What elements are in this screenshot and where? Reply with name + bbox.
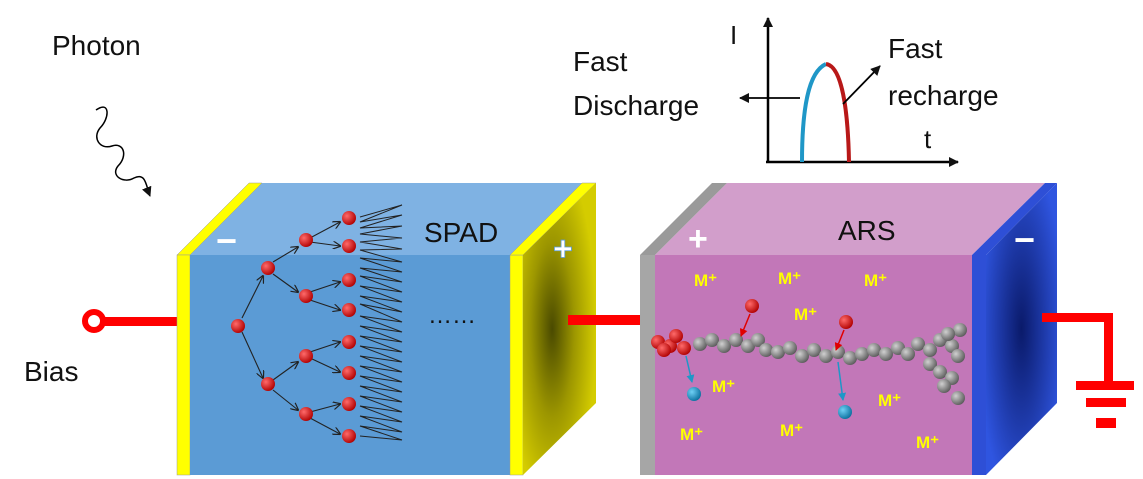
spad-ellipsis: …… (428, 302, 476, 329)
ars-plus-sign: + (688, 220, 708, 258)
recharge-pointer (842, 65, 881, 105)
spad-label: SPAD (424, 217, 498, 248)
connecting-wire (568, 315, 640, 325)
reduced-ion-1 (687, 387, 701, 401)
ars-electrons (651, 299, 853, 357)
ars-left-electrode (640, 255, 655, 475)
spad-electrons (231, 211, 356, 443)
recharge-curve (825, 62, 851, 163)
avalanche-arrows (241, 222, 340, 434)
ars-top-face (655, 183, 1045, 255)
ion-label: M⁺ (680, 425, 703, 444)
electron-arrow-2 (834, 329, 845, 351)
metal-ions: M⁺ M⁺ M⁺ M⁺ M⁺ M⁺ M⁺ M⁺ M⁺ (680, 269, 939, 452)
current-time-inset: I t (730, 17, 959, 167)
ion-arrow-2 (837, 361, 847, 401)
spad-plus-sign: + (553, 230, 573, 268)
bias-wire (103, 317, 179, 326)
ars-minus-sign: − (1014, 219, 1035, 260)
spad-right-electrode (509, 254, 524, 476)
bias-label: Bias (24, 356, 78, 387)
inset-i-label: I (730, 20, 737, 50)
ground-symbol (1042, 313, 1134, 428)
ars-right-electrode (972, 255, 986, 475)
fast-discharge-line2: Discharge (573, 90, 699, 121)
ion-arrow-1 (685, 355, 695, 383)
ion-label: M⁺ (694, 271, 717, 290)
ars-right-electrode-top (972, 183, 1057, 255)
fan-arrows (359, 204, 403, 441)
spad-minus-sign: − (216, 220, 237, 261)
ars-label: ARS (838, 215, 896, 246)
reduced-ion-2 (838, 405, 852, 419)
spad-top-face (190, 183, 596, 255)
ion-label: M⁺ (780, 421, 803, 440)
electron-arrow-1 (739, 313, 751, 337)
ion-label: M⁺ (778, 269, 801, 288)
ion-label: M⁺ (712, 377, 735, 396)
photon-wave (95, 106, 152, 197)
fast-discharge-line1: Fast (573, 46, 628, 77)
ion-label: M⁺ (916, 433, 939, 452)
fast-recharge-line2: recharge (888, 80, 999, 111)
spad-side-face (523, 183, 596, 475)
ars-filament (693, 323, 967, 405)
discharge-curve (800, 62, 828, 163)
inset-t-label: t (924, 124, 932, 154)
ion-label: M⁺ (864, 271, 887, 290)
ars-front-face (655, 255, 972, 475)
ion-label: M⁺ (794, 305, 817, 324)
bias-terminal-icon (82, 309, 106, 333)
fast-recharge-line1: Fast (888, 33, 943, 64)
ars-side-face (986, 183, 1057, 475)
photon-label: Photon (52, 30, 141, 61)
ars-left-electrode-top (640, 183, 727, 255)
ion-label: M⁺ (878, 391, 901, 410)
spad-left-electrode (176, 254, 191, 476)
